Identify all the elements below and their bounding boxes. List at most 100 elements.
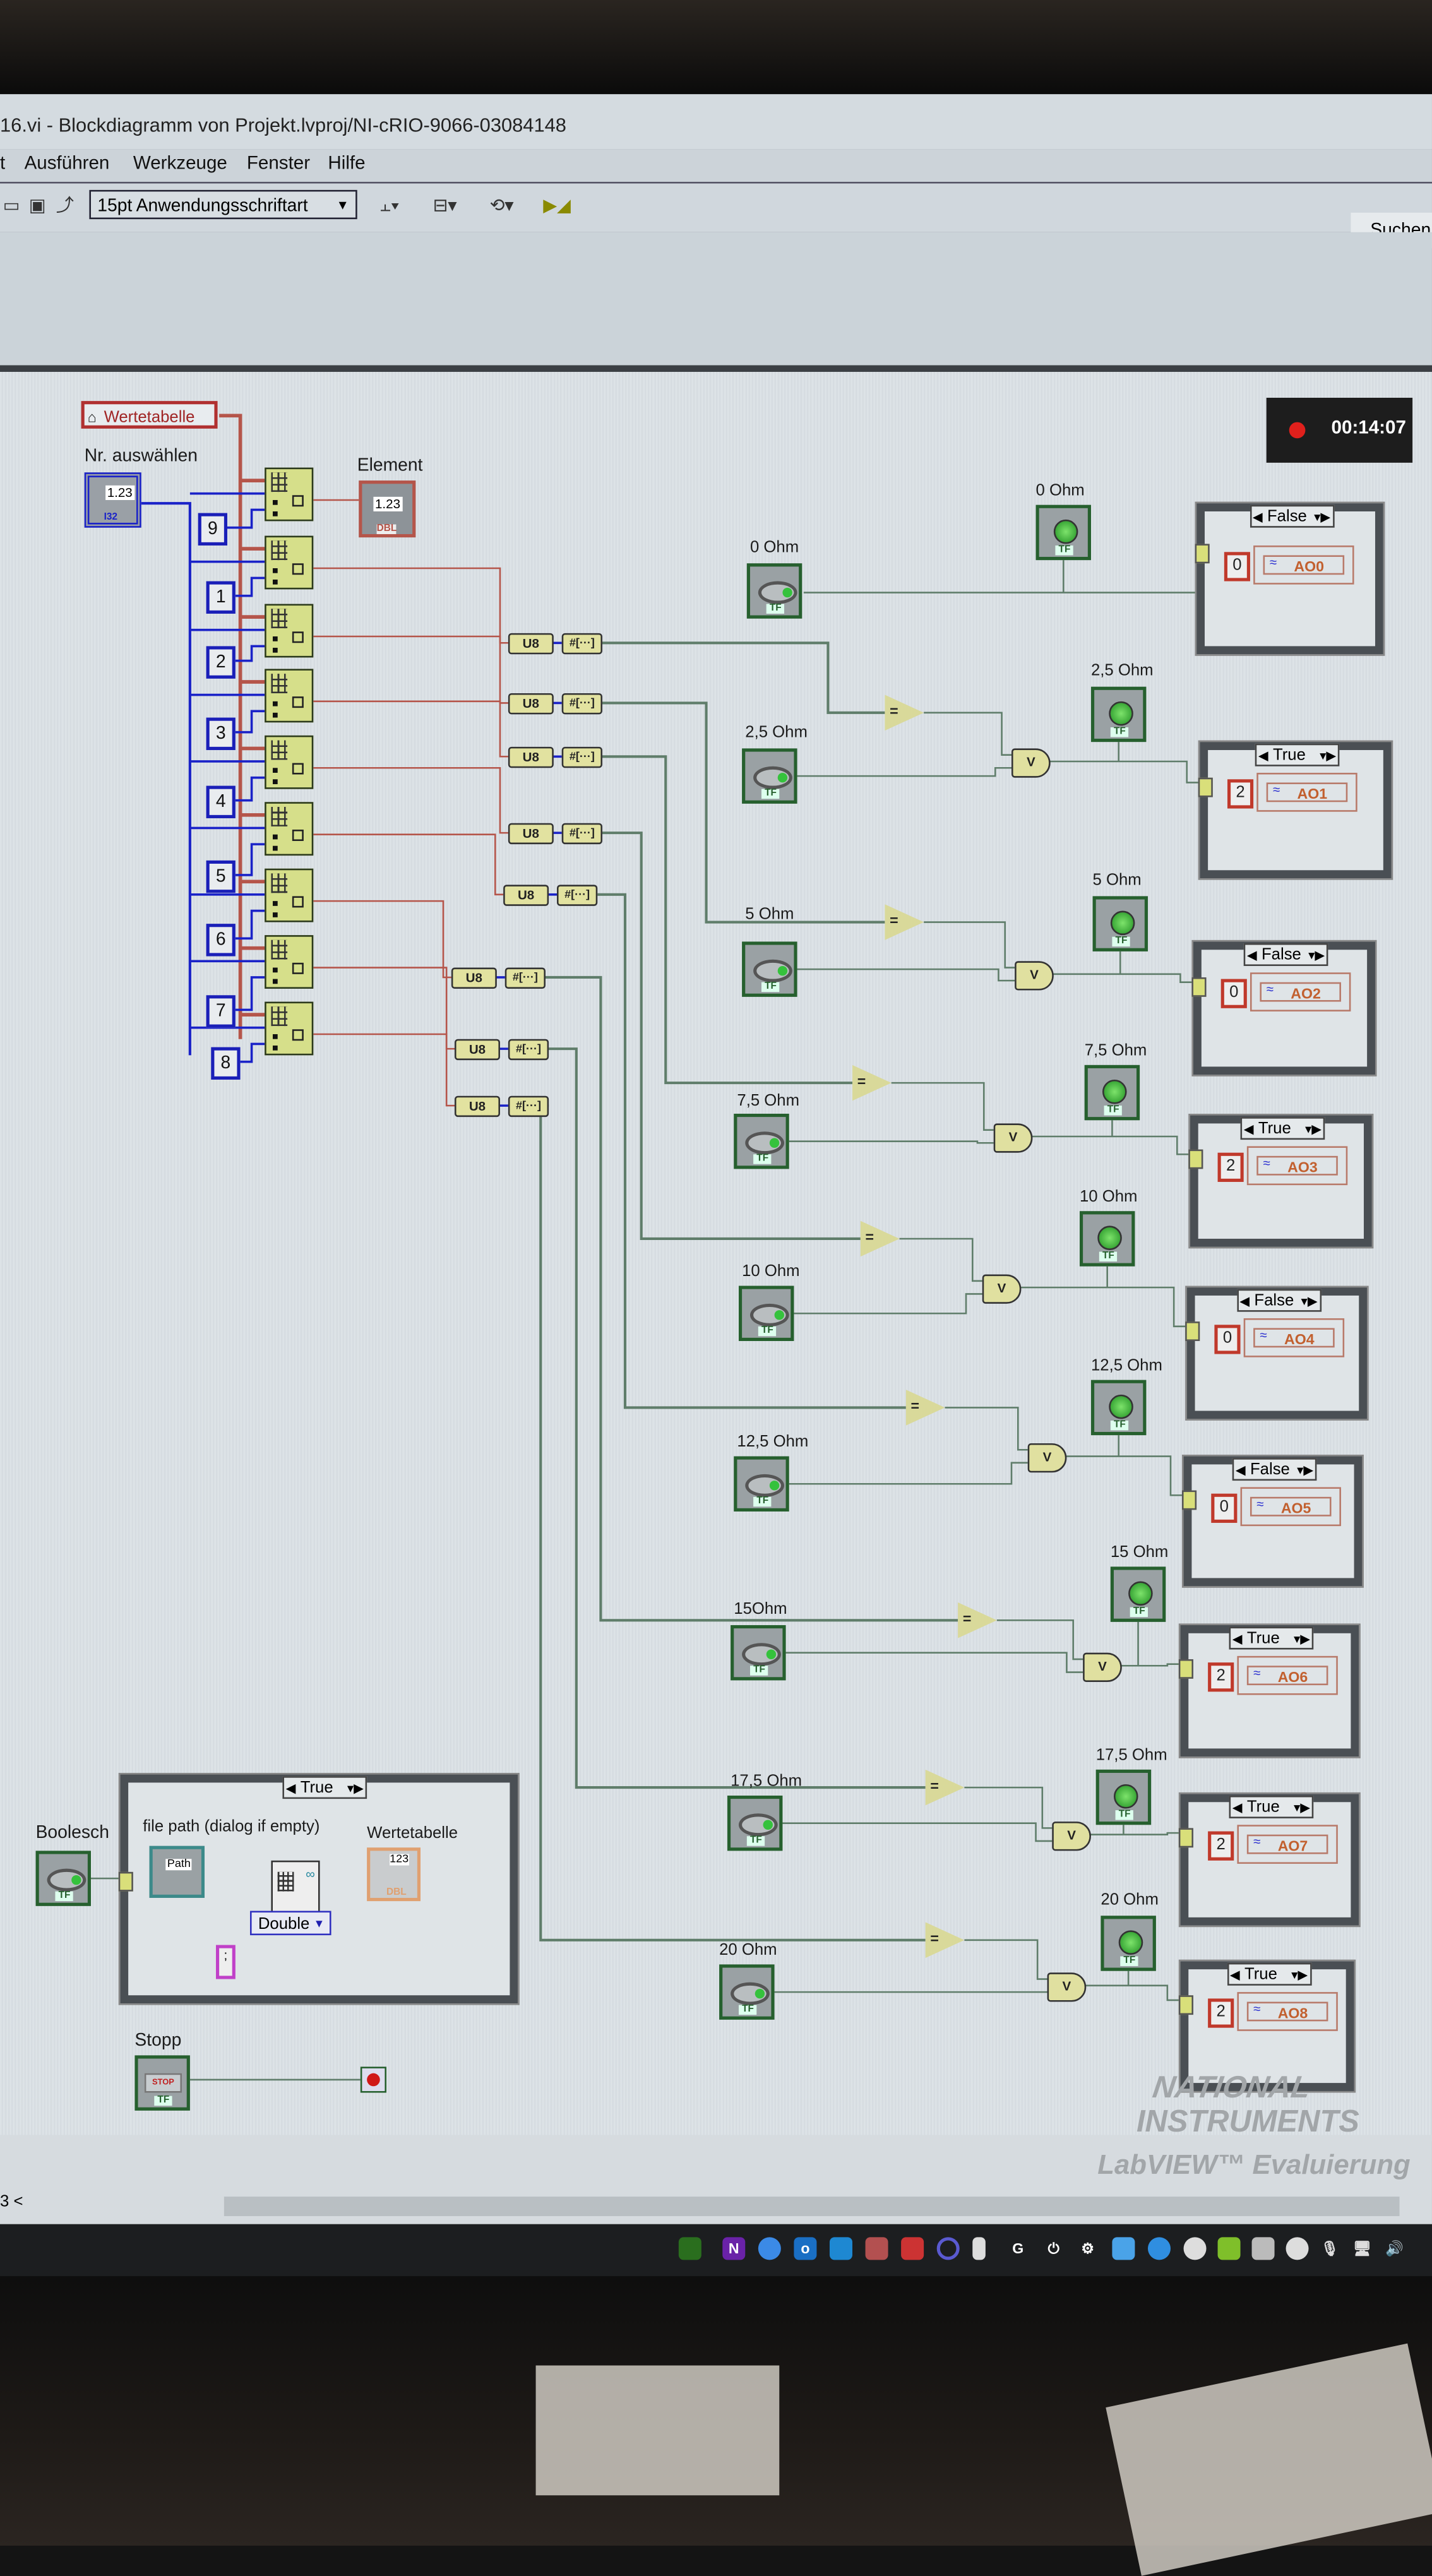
index-array-node[interactable] [265,535,314,590]
menu-fenster[interactable]: Fenster [246,154,311,174]
row-wire[interactable] [235,576,265,597]
chevron-right-icon[interactable]: ▾▶ [1297,1462,1314,1477]
bool-wire[interactable] [1047,760,1200,784]
boolean-switch-control[interactable]: TF [738,1285,794,1341]
u8-conversion-node[interactable]: U8 [508,693,554,715]
chevron-left-icon[interactable]: ◀ [1232,1800,1243,1815]
file-path-control[interactable]: Path [149,1846,205,1898]
index-constant[interactable]: 3 [206,717,236,750]
bool-wire[interactable] [924,921,1015,969]
row-wire[interactable] [235,645,265,662]
number-to-boolean-array-node[interactable]: #[···] [556,885,598,906]
chevron-left-icon[interactable]: ◀ [1232,1631,1243,1647]
u8-conversion-node[interactable]: U8 [451,967,497,989]
bool-wire[interactable] [794,1293,982,1315]
output-constant[interactable]: 2 [1227,779,1254,809]
equal-node[interactable] [860,1220,900,1257]
index-array-node[interactable] [265,868,314,922]
bool-wire[interactable] [789,1140,994,1144]
boolean-switch-control[interactable]: TF [719,1964,775,2020]
element-wire[interactable] [313,635,508,704]
distribute-objects-icon[interactable]: ⊟▾ [433,196,457,216]
output-constant[interactable]: 0 [1224,552,1250,581]
case-structure[interactable]: ◀False▾▶0≈AO4 [1185,1285,1369,1421]
or-node[interactable]: V [982,1274,1022,1304]
equal-node[interactable] [925,1769,965,1806]
onenote-icon[interactable]: N [722,2237,746,2260]
element-wire[interactable] [313,567,508,644]
format-select[interactable]: Double▼ [249,1911,331,1936]
or-node[interactable]: V [1047,1972,1087,2002]
case-structure[interactable]: ◀True▾▶2≈AO1 [1198,740,1393,880]
u8-conversion-node[interactable]: U8 [454,1095,500,1118]
bool-array-wire[interactable] [602,755,852,1085]
index-constant[interactable]: 5 [206,860,236,893]
reorder-icon[interactable]: ▣ [28,196,46,216]
case-selector[interactable]: ◀False▾▶ [1243,943,1328,966]
zoom-icon[interactable] [758,2237,781,2260]
bool-wire[interactable] [945,1407,1028,1451]
output-constant[interactable]: 2 [1217,1152,1244,1182]
chevron-right-icon[interactable]: ▾▶ [1304,1121,1322,1136]
index-array-node[interactable] [265,1001,314,1056]
or-node[interactable]: V [1015,961,1054,991]
nvidia-icon[interactable] [678,2237,701,2260]
row-wire[interactable] [240,1042,265,1063]
bool-wire[interactable] [789,1462,1028,1485]
analog-output-node[interactable]: ≈AO2 [1250,972,1351,1011]
array-wire[interactable] [219,414,242,1039]
bool-array-wire[interactable] [597,893,906,1409]
index-array-node[interactable] [265,935,314,989]
bool-wire[interactable] [924,712,1011,756]
bool-wire[interactable] [797,766,1011,777]
boolean-switch-control[interactable]: TF [742,748,797,804]
number-to-boolean-array-node[interactable]: #[···] [561,693,602,715]
logitech-icon[interactable]: G [1012,2240,1024,2257]
horizontal-scrollbar[interactable] [224,2197,1400,2216]
index-constant[interactable]: 6 [206,924,236,957]
output-constant[interactable]: 2 [1208,1662,1234,1692]
outlook-icon[interactable]: o [794,2237,817,2260]
u8-conversion-node[interactable]: U8 [508,633,554,655]
output-constant[interactable]: 0 [1220,979,1247,1008]
usb-icon[interactable] [972,2237,986,2260]
u8-conversion-node[interactable]: U8 [454,1039,500,1061]
bool-wire[interactable] [782,1822,1053,1842]
bool-array-wire[interactable] [549,1047,926,1789]
case-selector[interactable]: ◀False▾▶ [1249,504,1334,528]
row-wire[interactable] [235,976,265,1011]
network-drive-icon[interactable] [1251,2237,1275,2260]
analog-output-node[interactable]: ≈AO6 [1237,1655,1338,1695]
settings-icon[interactable]: ⚙ [1081,2240,1095,2257]
element-wire[interactable] [313,700,508,758]
case-selector[interactable]: ◀True▾▶ [1240,1117,1325,1140]
chevron-right-icon[interactable]: ▾▶ [1320,748,1337,763]
font-select[interactable]: 15pt Anwendungsschriftart▼ [89,189,357,220]
number-to-boolean-array-node[interactable]: #[···] [508,1095,549,1118]
output-constant[interactable]: 2 [1208,1998,1234,2028]
or-node[interactable]: V [993,1123,1033,1153]
number-to-boolean-array-node[interactable]: #[···] [561,633,602,655]
bool-wire[interactable] [996,1619,1083,1661]
equal-node[interactable] [885,904,924,940]
bool-array-wire[interactable] [602,832,861,1241]
delimiter-constant[interactable]: ; [215,1945,236,1979]
index-constant[interactable]: 2 [206,646,236,679]
menu-hilfe[interactable]: Hilfe [328,154,366,174]
index-array-node[interactable] [265,604,314,658]
number-to-boolean-array-node[interactable]: #[···] [561,823,602,845]
file-case-structure[interactable]: ◀True▾▶file path (dialog if empty)Path∞D… [118,1772,520,2005]
equal-node[interactable] [958,1602,997,1638]
case-selector[interactable]: ◀False▾▶ [1232,1458,1317,1481]
menu-werkzeuge[interactable]: Werkzeuge [133,154,227,174]
bool-wire[interactable] [964,1939,1047,1980]
element-wire[interactable] [313,833,504,896]
index-array-node[interactable] [265,467,314,522]
u8-conversion-node[interactable]: U8 [508,823,554,845]
equal-node[interactable] [905,1390,945,1426]
onedrive-icon[interactable] [1147,2237,1171,2260]
index-array-node[interactable] [265,669,314,723]
or-node[interactable]: V [1052,1822,1091,1851]
align-objects-icon[interactable]: ⫠▾ [379,196,400,216]
